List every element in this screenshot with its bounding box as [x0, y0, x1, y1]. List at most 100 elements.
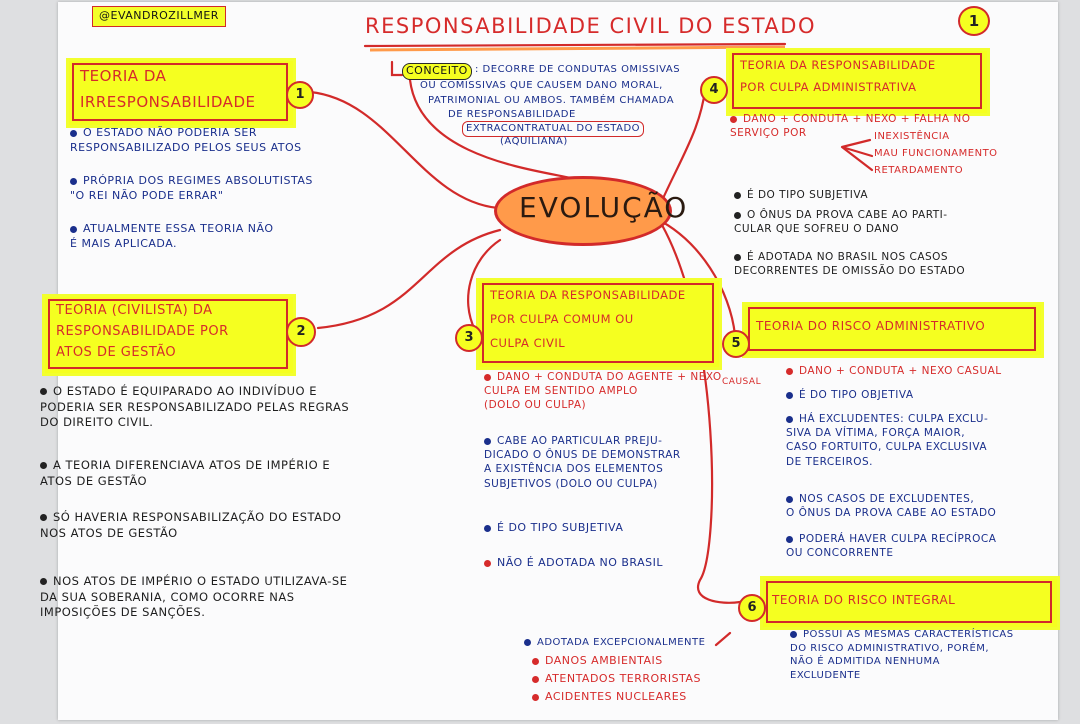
node-3-bullet-4-text: NÃO É ADOTADA NO BRASIL: [497, 556, 664, 569]
node-6-case-3-text: ACIDENTES NUCLEARES: [545, 690, 687, 703]
node-6-border: [766, 581, 1052, 623]
node-4-bullet-1-text: É DO TIPO SUBJETIVA: [747, 189, 869, 201]
node-1-bullet-3-text: ATUALMENTE ESSA TEORIA NÃO É MAIS APLICA…: [70, 222, 274, 250]
connector-concept-underline: [390, 60, 404, 77]
node-1-bullet-3: ATUALMENTE ESSA TEORIA NÃO É MAIS APLICA…: [70, 222, 274, 252]
node-6-case-2-text: ATENTADOS TERRORISTAS: [545, 672, 701, 685]
node-6-case-3: ACIDENTES NUCLEARES: [532, 690, 687, 705]
node-1-title-line-1: TEORIA DA: [80, 67, 167, 85]
node-5-bullet-3-text: HÁ EXCLUDENTES: CULPA EXCLU- SIVA DA VÍT…: [786, 413, 989, 468]
bullet-dot: [786, 415, 793, 423]
connector-4: [658, 88, 707, 207]
node-3-border: [482, 283, 714, 363]
concept-line-6: (AQUILIANA): [500, 136, 568, 147]
node-1-bullet-1: O ESTADO NÃO PODERIA SER RESPONSABILIZAD…: [70, 126, 302, 156]
node-3-side-note: CAUSAL: [722, 377, 762, 387]
bullet-dot: [484, 373, 491, 381]
bullet-dot: [532, 657, 539, 665]
node-4-failure-2: MAU FUNCIONAMENTO: [874, 148, 998, 159]
bullet-dot: [790, 630, 797, 638]
node-3-title-line-1: TEORIA DA RESPONSABILIDADE: [490, 288, 686, 302]
node-2-bullet-4: NOS ATOS DE IMPÉRIO O ESTADO UTILIZAVA-S…: [40, 574, 347, 621]
concept-label: CONCEITO: [402, 63, 472, 80]
node-5-bullet-5: PODERÁ HAVER CULPA RECÍPROCA OU CONCORRE…: [786, 532, 996, 560]
node-2-bullet-1: O ESTADO É EQUIPARADO AO INDIVÍDUO E POD…: [40, 384, 349, 431]
node-6-bullet-1-text: POSSUI AS MESMAS CARACTERÍSTICAS DO RISC…: [790, 629, 1014, 681]
node-5-bullet-4: NOS CASOS DE EXCLUDENTES, O ÔNUS DA PROV…: [786, 492, 996, 520]
connector-5: [653, 216, 737, 337]
node-6-number: 6: [738, 594, 766, 622]
bullet-dot: [786, 535, 793, 543]
node-1-bullet-2: PRÓPRIA DOS REGIMES ABSOLUTISTAS "O REI …: [70, 174, 313, 204]
node-2-bullet-4-text: NOS ATOS DE IMPÉRIO O ESTADO UTILIZAVA-S…: [40, 574, 348, 620]
page-number-badge: 1: [958, 6, 990, 36]
bullet-dot: [40, 388, 47, 395]
node-5-bullet-1: DANO + CONDUTA + NEXO CASUAL: [786, 364, 1002, 378]
node-4-bullet-1: É DO TIPO SUBJETIVA: [734, 188, 868, 202]
center-node-label: EVOLUÇÃO: [519, 191, 689, 224]
node-3-bullet-2-text: CABE AO PARTICULAR PREJU- DICADO O ÔNUS …: [484, 435, 681, 490]
connector-1: [308, 90, 500, 210]
node-3-title-line-2: POR CULPA COMUM OU: [490, 312, 634, 326]
node-6-bullet-1: POSSUI AS MESMAS CARACTERÍSTICAS DO RISC…: [790, 628, 1014, 682]
bullet-dot: [70, 129, 77, 137]
node-6-title: TEORIA DO RISCO INTEGRAL: [772, 593, 956, 607]
bullet-dot: [484, 559, 491, 567]
node-3-bullet-1-text: DANO + CONDUTA DO AGENTE + NEXO CULPA EM…: [484, 371, 722, 412]
node-4-border: [732, 53, 982, 109]
node-4-bullet-2-text: O ÔNUS DA PROVA CABE AO PARTI- CULAR QUE…: [734, 209, 948, 236]
node-2-bullet-3-text: SÓ HAVERIA RESPONSABILIZAÇÃO DO ESTADO N…: [40, 510, 342, 540]
concept-line-4: DE RESPONSABILIDADE: [448, 109, 576, 120]
title-underline-orange: [369, 45, 786, 52]
concept-line-2: OU COMISSIVAS QUE CAUSEM DANO MORAL,: [420, 80, 663, 91]
node-5-bullet-5-text: PODERÁ HAVER CULPA RECÍPROCA OU CONCORRE…: [786, 533, 997, 560]
node-2-bullet-2: A TEORIA DIFERENCIAVA ATOS DE IMPÉRIO E …: [40, 458, 330, 489]
node-5-box: [742, 302, 1044, 358]
bullet-dot: [40, 578, 47, 585]
concept-line-3: PATRIMONIAL OU AMBOS. TAMBÉM CHAMADA: [428, 95, 675, 106]
node-4-title-line-2: POR CULPA ADMINISTRATIVA: [740, 80, 917, 94]
node-1-bullet-2-text: PRÓPRIA DOS REGIMES ABSOLUTISTAS "O REI …: [70, 174, 313, 202]
node-2-bullet-3: SÓ HAVERIA RESPONSABILIZAÇÃO DO ESTADO N…: [40, 510, 341, 541]
bullet-dot: [484, 524, 491, 532]
bullet-dot: [70, 177, 77, 185]
node-2-title-line-1: TEORIA (CIVILISTA) DA: [56, 303, 213, 318]
author-handle: @EVANDROZILLMER: [92, 6, 226, 27]
node-6-case-1: DANOS AMBIENTAIS: [532, 654, 663, 669]
node-5-title: TEORIA DO RISCO ADMINISTRATIVO: [756, 319, 986, 333]
node-2-number: 2: [286, 317, 316, 347]
bullet-dot: [730, 115, 737, 123]
node-4-number: 4: [700, 76, 728, 104]
node-2-title-line-3: ATOS DE GESTÃO: [56, 345, 177, 360]
connector-3: [467, 238, 502, 332]
node-1-title-line-2: IRRESPONSABILIDADE: [80, 93, 256, 111]
concept-line-1: : DECORRE DE CONDUTAS OMISSIVAS: [475, 64, 681, 75]
page-title: RESPONSABILIDADE CIVIL DO ESTADO: [365, 14, 816, 38]
node-4-bullet-3: É ADOTADA NO BRASIL NOS CASOS DECORRENTE…: [734, 250, 965, 278]
node-4-title-line-1: TEORIA DA RESPONSABILIDADE: [740, 58, 936, 72]
bullet-dot: [734, 211, 741, 219]
node-4-box: [726, 48, 990, 116]
title-underline-red: [363, 42, 787, 48]
bullet-dot: [40, 514, 47, 521]
node-2-bullet-2-text: A TEORIA DIFERENCIAVA ATOS DE IMPÉRIO E …: [40, 458, 331, 488]
bullet-dot: [786, 367, 793, 375]
node-3-box: [476, 278, 722, 370]
node-3-bullet-3: É DO TIPO SUBJETIVA: [484, 521, 623, 536]
node-3-bullet-4: NÃO É ADOTADA NO BRASIL: [484, 556, 663, 571]
node-4-formula: DANO + CONDUTA + NEXO + FALHA NO SERVIÇO…: [730, 112, 971, 140]
node-4-failure-3: RETARDAMENTO: [874, 165, 964, 176]
arrow-adopted: [714, 631, 732, 647]
failure-brace: [840, 138, 874, 172]
bullet-dot: [532, 693, 539, 701]
node-5-bullet-1-text: DANO + CONDUTA + NEXO CASUAL: [799, 365, 1002, 377]
bullet-dot: [734, 253, 741, 261]
node-4-bullet-3-text: É ADOTADA NO BRASIL NOS CASOS DECORRENTE…: [734, 251, 966, 278]
bullet-dot: [524, 638, 531, 646]
node-1-bullet-1-text: O ESTADO NÃO PODERIA SER RESPONSABILIZAD…: [70, 126, 302, 154]
node-5-bullet-2-text: É DO TIPO OBJETIVA: [799, 389, 914, 401]
node-6-adopted-text: ADOTADA EXCEPCIONALMENTE: [537, 637, 706, 648]
node-5-bullet-3: HÁ EXCLUDENTES: CULPA EXCLU- SIVA DA VÍT…: [786, 412, 988, 469]
node-3-number: 3: [455, 324, 483, 352]
node-2-bullet-1-text: O ESTADO É EQUIPARADO AO INDIVÍDUO E POD…: [40, 384, 350, 430]
